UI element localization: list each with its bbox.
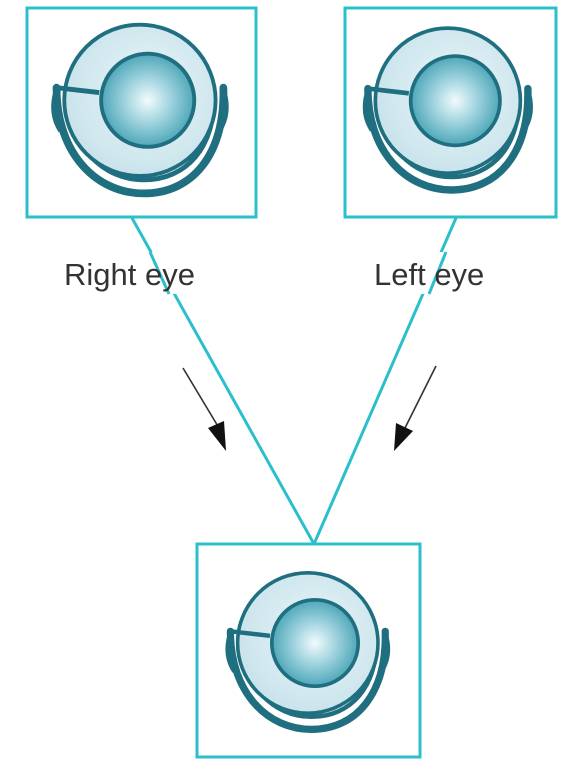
left-down-arrow-icon xyxy=(394,366,436,451)
right-eye-panel xyxy=(27,8,256,217)
left-eye-panel xyxy=(345,8,556,217)
left-eye-label: Left eye xyxy=(374,257,484,292)
right-eye-label: Right eye xyxy=(64,257,195,292)
right-down-arrow-icon xyxy=(183,368,226,451)
combined-eye-panel xyxy=(197,544,420,757)
